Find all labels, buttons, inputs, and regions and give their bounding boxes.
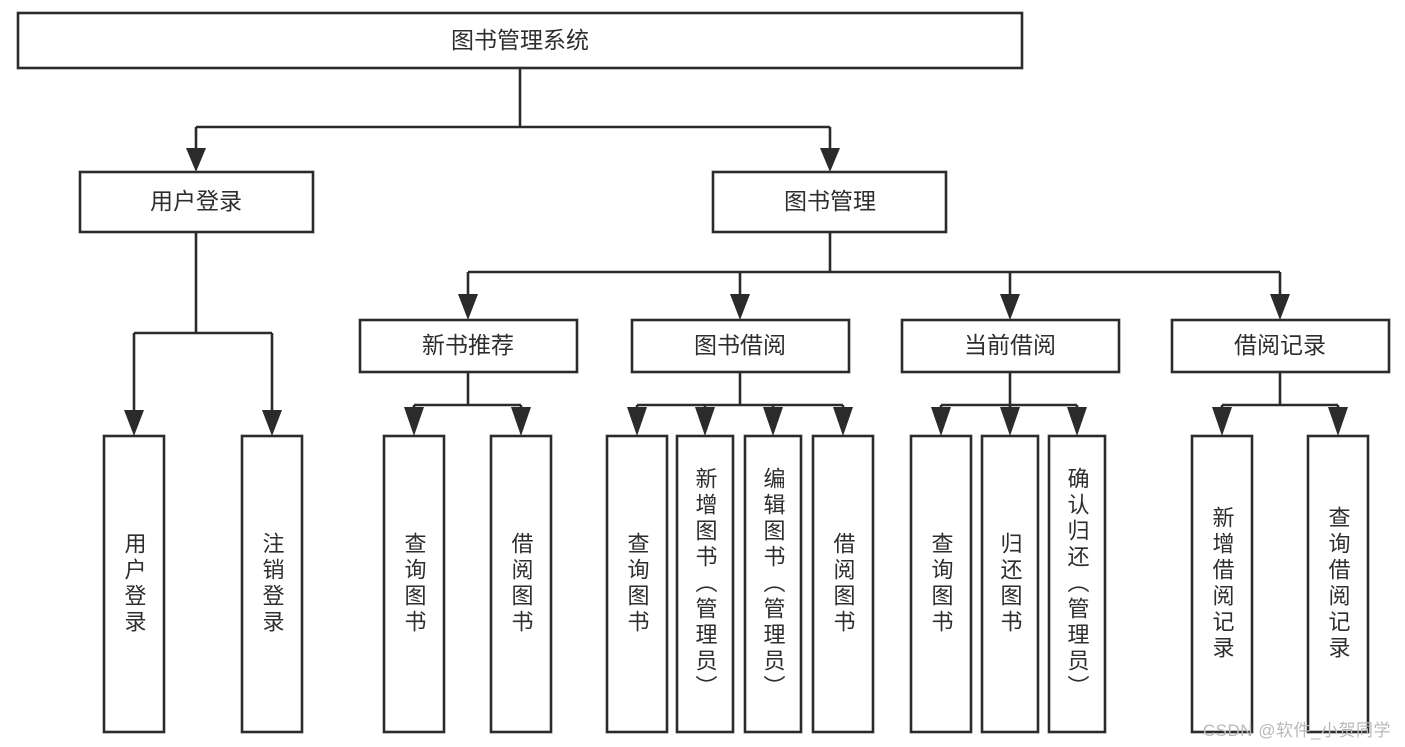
leaf-node-add-borrow-record-label: 新增借阅记录: [1210, 506, 1235, 662]
arrow-to-borrow-record-icon: [1270, 294, 1290, 320]
leaf-node-query-book-2-box: [605, 434, 669, 734]
node-current-borrow-label: 当前借阅: [964, 332, 1056, 358]
connector-book-management-to-level3: [458, 232, 1290, 320]
node-borrow-record-box: [1170, 318, 1391, 374]
arrow-bb-leaf-3-icon: [763, 407, 783, 436]
node-current-borrow[interactable]: 当前借阅: [900, 318, 1121, 374]
leaf-node-query-book-3-box: [909, 434, 973, 734]
leaf-node-query-book-1[interactable]: 查询图书: [382, 434, 446, 734]
arrow-bb-leaf-4-icon: [833, 407, 853, 436]
leaf-node-borrow-book-1-label: 借阅图书: [509, 532, 534, 636]
leaf-node-user-login-box: [102, 434, 166, 734]
node-new-book-recommend-box: [358, 318, 579, 374]
node-root[interactable]: 图书管理系统: [16, 11, 1024, 70]
leaf-node-query-book-1-label: 查询图书: [402, 532, 427, 636]
leaf-node-logout-login-label: 注销登录: [260, 532, 285, 636]
connector-user-login-to-leaves: [124, 232, 282, 436]
node-root-label: 图书管理系统: [451, 27, 589, 53]
arrow-br-leaf-2-icon: [1328, 407, 1348, 436]
leaf-node-query-book-3[interactable]: 查询图书: [909, 434, 973, 734]
leaf-node-return-book-box: [980, 434, 1040, 734]
leaf-node-add-book-label: 新增图书（管理员）: [693, 467, 718, 701]
arrow-user-login-leaf-2-icon: [262, 410, 282, 436]
leaf-node-user-login-label: 用户登录: [122, 532, 147, 636]
arrow-to-user-login-icon: [186, 148, 206, 172]
node-book-borrow-box: [630, 318, 851, 374]
node-new-book-recommend[interactable]: 新书推荐: [358, 318, 579, 374]
leaf-node-borrow-book-2-label: 借阅图书: [831, 532, 856, 636]
leaf-node-user-login[interactable]: 用户登录: [102, 434, 166, 734]
leaf-node-add-borrow-record-box: [1190, 434, 1254, 734]
leaf-node-edit-book-label: 编辑图书（管理员）: [761, 467, 786, 701]
leaf-node-confirm-return-label: 确认归还（管理员）: [1065, 467, 1090, 701]
csdn-watermark: CSDN @软件_小贺同学: [1202, 721, 1391, 740]
leaf-node-edit-book-box: [743, 434, 803, 734]
arrow-to-book-management-icon: [820, 148, 840, 172]
leaf-node-logout-login-box: [240, 434, 304, 734]
node-new-book-recommend-label: 新书推荐: [422, 332, 514, 358]
arrow-cb-leaf-3-icon: [1067, 407, 1087, 436]
node-book-management[interactable]: 图书管理: [711, 170, 948, 234]
arrow-bb-leaf-1-icon: [627, 407, 647, 436]
leaf-node-add-book-box: [675, 434, 735, 734]
node-root-box: [16, 11, 1024, 70]
leaf-node-confirm-return[interactable]: 确认归还（管理员）: [1047, 434, 1107, 734]
leaf-node-edit-book[interactable]: 编辑图书（管理员）: [743, 434, 803, 734]
leaf-node-query-book-2-label: 查询图书: [625, 532, 650, 636]
leaf-node-query-book-3-label: 查询图书: [929, 532, 954, 636]
leaf-node-add-borrow-record[interactable]: 新增借阅记录: [1190, 434, 1254, 734]
leaf-node-query-borrow-record-box: [1306, 434, 1370, 734]
arrow-cb-leaf-2-icon: [1000, 407, 1020, 436]
connector-root-to-level2: [186, 68, 840, 172]
leaf-node-add-book[interactable]: 新增图书（管理员）: [675, 434, 735, 734]
connector-new-book-recommend-to-leaves: [404, 372, 531, 436]
node-borrow-record[interactable]: 借阅记录: [1170, 318, 1391, 374]
arrow-cb-leaf-1-icon: [931, 407, 951, 436]
arrow-br-leaf-1-icon: [1212, 407, 1232, 436]
leaf-node-return-book-label: 归还图书: [998, 532, 1023, 636]
node-current-borrow-box: [900, 318, 1121, 374]
arrow-bb-leaf-2-icon: [695, 407, 715, 436]
leaf-node-borrow-book-1-box: [489, 434, 553, 734]
arrow-user-login-leaf-1-icon: [124, 410, 144, 436]
leaf-node-borrow-book-1[interactable]: 借阅图书: [489, 434, 553, 734]
leaf-node-query-borrow-record-label: 查询借阅记录: [1326, 506, 1351, 662]
node-book-management-box: [711, 170, 948, 234]
leaf-node-borrow-book-2-box: [811, 434, 875, 734]
arrow-to-new-book-recommend-icon: [458, 294, 478, 320]
arrow-nbr-leaf-2-icon: [511, 407, 531, 436]
connector-borrow-record-to-leaves: [1212, 372, 1348, 436]
node-borrow-record-label: 借阅记录: [1234, 332, 1326, 358]
node-user-login-label: 用户登录: [150, 188, 242, 214]
leaf-node-query-book-1-box: [382, 434, 446, 734]
leaf-node-return-book[interactable]: 归还图书: [980, 434, 1040, 734]
leaf-node-logout-login[interactable]: 注销登录: [240, 434, 304, 734]
leaf-node-query-book-2[interactable]: 查询图书: [605, 434, 669, 734]
arrow-to-current-borrow-icon: [1000, 294, 1020, 320]
node-book-management-label: 图书管理: [784, 188, 876, 214]
node-book-borrow[interactable]: 图书借阅: [630, 318, 851, 374]
arrow-to-book-borrow-icon: [730, 294, 750, 320]
node-book-borrow-label: 图书借阅: [694, 332, 786, 358]
connector-current-borrow-to-leaves: [931, 372, 1087, 436]
node-user-login[interactable]: 用户登录: [78, 170, 315, 234]
arrow-nbr-leaf-1-icon: [404, 407, 424, 436]
leaf-node-confirm-return-box: [1047, 434, 1107, 734]
leaf-node-borrow-book-2[interactable]: 借阅图书: [811, 434, 875, 734]
connector-book-borrow-to-leaves: [627, 372, 853, 436]
leaf-node-query-borrow-record[interactable]: 查询借阅记录: [1306, 434, 1370, 734]
